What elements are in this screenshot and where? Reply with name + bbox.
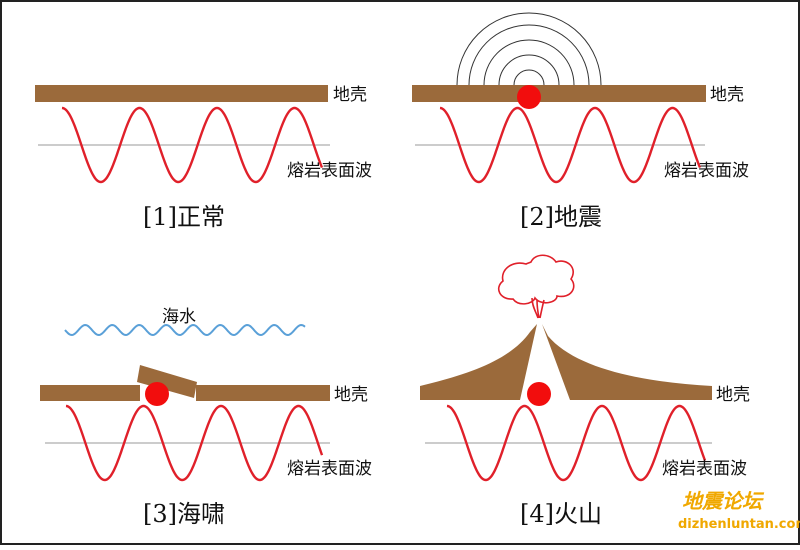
- crust-segment-left: [40, 385, 140, 401]
- panel-earthquake: 地壳 熔岩表面波 [2]地震: [412, 12, 749, 231]
- crust-label: 地壳: [716, 385, 750, 405]
- volcano-left-flank: [420, 324, 537, 400]
- panel-caption: [1]正常: [143, 203, 225, 231]
- ripple-arc: [513, 69, 545, 86]
- surface-wave: [61, 106, 324, 184]
- seismic-ripples: [456, 12, 602, 86]
- surface-wave-label: 熔岩表面波: [287, 161, 372, 181]
- crust-layer: [412, 85, 706, 102]
- watermark: 地震论坛 dizhenluntan.com: [678, 489, 800, 532]
- panel-normal: 地壳 熔岩表面波 [1]正常: [35, 85, 372, 231]
- crust-label: 地壳: [334, 385, 368, 405]
- panel-caption: [2]地震: [520, 203, 602, 231]
- sea-wave: [64, 323, 306, 337]
- surface-wave-label: 熔岩表面波: [664, 161, 749, 181]
- panel-volcano: 地壳 熔岩表面波 [4]火山: [420, 254, 750, 528]
- tilted-crust-block: [137, 365, 197, 398]
- volcano-right-flank: [542, 324, 712, 400]
- ripple-arc: [468, 24, 590, 86]
- watermark-title: 地震论坛: [682, 489, 765, 513]
- sea-water-label: 海水: [162, 307, 196, 327]
- watermark-url: dizhenluntan.com: [678, 517, 800, 532]
- ripple-arc: [498, 54, 560, 86]
- panel-caption: [4]火山: [520, 500, 602, 528]
- surface-wave-label: 熔岩表面波: [287, 459, 372, 479]
- epicenter-dot: [145, 382, 169, 406]
- panel-caption: [3]海啸: [143, 500, 225, 528]
- crust-label: 地壳: [710, 85, 744, 105]
- magma-dot: [527, 382, 551, 406]
- epicenter-dot: [517, 85, 541, 109]
- surface-wave: [446, 404, 707, 482]
- ripple-arc: [483, 39, 575, 86]
- ripple-arc: [456, 12, 602, 86]
- crust-segment-right: [196, 385, 330, 401]
- crust-layer: [35, 85, 328, 102]
- surface-wave: [439, 106, 702, 184]
- surface-wave: [65, 404, 324, 482]
- crust-label: 地壳: [333, 85, 367, 105]
- eruption-plume: [497, 254, 575, 319]
- panel-tsunami: 海水 地壳 熔岩表面波 [3]海啸: [40, 307, 372, 528]
- surface-wave-label: 熔岩表面波: [662, 459, 747, 479]
